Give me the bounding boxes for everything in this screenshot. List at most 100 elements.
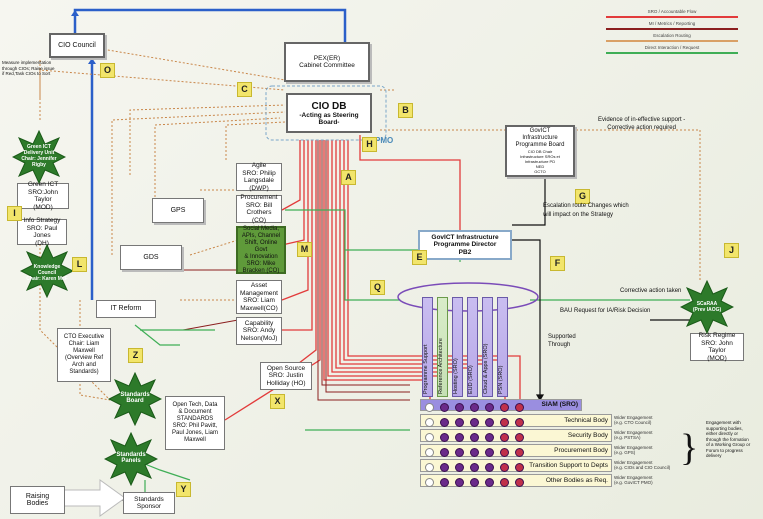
matrix-dot <box>485 463 494 472</box>
matrix-dot <box>440 433 449 442</box>
cio-council-box: CIO Council <box>49 33 105 58</box>
standards-sponsor-box: Standards Sponsor <box>123 492 175 514</box>
star-shape-icon <box>108 372 162 426</box>
govict-board-title: GovICT Infrastructure Programme Board <box>515 128 565 148</box>
badge-b: B <box>398 103 413 118</box>
matrix-dot <box>425 448 434 457</box>
matrix-dot <box>500 403 509 412</box>
matrix-dot <box>455 403 464 412</box>
matrix-dot <box>455 418 464 427</box>
column-cloud-apps: Cloud & Apps (SRO) <box>482 297 493 397</box>
badge-f: F <box>550 256 565 271</box>
pexer-box: PEX(ER) Cabinet Committee <box>284 42 370 82</box>
badge-x: X <box>270 394 285 409</box>
matrix-dot <box>485 403 494 412</box>
social-media-box: Social Media, APIs, Channel Shift, Onlin… <box>236 226 286 274</box>
column-psn: PSN (SRO) <box>497 297 508 397</box>
badge-z: Z <box>128 348 143 363</box>
matrix-dot <box>500 433 509 442</box>
wider-engagement-transition: Wider Engagement (e.g. CIOs and CIO Coun… <box>614 460 671 470</box>
matrix-dot <box>500 448 509 457</box>
pmo-label: PMO <box>375 136 394 145</box>
legend-label-sro: SRO / Accountable Flow <box>647 9 697 14</box>
green-ict-delivery-star: Green ICT Delivery Unit Chair: Jennifer … <box>12 130 66 184</box>
matrix-dot <box>515 418 524 427</box>
matrix-dot <box>455 448 464 457</box>
star-shape-icon <box>104 432 158 486</box>
knowledge-council-label: Knowledge Council Chair: Karen McF <box>26 264 68 282</box>
capability-box: Capability SRO: Andy Nelson(MoJ) <box>236 317 282 345</box>
govict-board-box: GovICT Infrastructure Programme Board CI… <box>505 125 575 177</box>
matrix-dot <box>515 478 524 487</box>
matrix-dot <box>455 463 464 472</box>
matrix-dot <box>440 418 449 427</box>
govict-director-box: GovICT Infrastructure Programme Director… <box>418 230 512 260</box>
agile-box: Agile SRO: Philip Langsdale (DWP) <box>236 162 282 192</box>
legend-label-escalation: Escalation Routing <box>653 33 691 38</box>
matrix-dot <box>440 478 449 487</box>
wider-engagement-procurement: Wider Engagement (e.g. GPS) <box>614 445 653 455</box>
supported-annotation: Supported Through <box>548 334 576 348</box>
engagement-brace: } <box>680 427 698 469</box>
asset-management-box: Asset Management SRO: Liam Maxwell(CO) <box>236 280 282 314</box>
matrix-dot <box>470 403 479 412</box>
legend-line-escalation <box>606 40 738 42</box>
matrix-dot <box>515 463 524 472</box>
standards-panels-star: Standards Panels <box>104 432 158 486</box>
corrective-annotation: Corrective action taken <box>620 288 682 294</box>
badge-j: J <box>724 243 739 258</box>
legend-label-mi: MI / Metrics / Reporting <box>648 21 696 26</box>
cto-executive-box: CTO Executive Chair: Liam Maxwell (Overv… <box>57 328 111 382</box>
badge-i: I <box>7 206 22 221</box>
risk-regime-box: Risk Regime SRO: John Taylor (MOD) <box>690 332 744 362</box>
matrix-dot <box>485 433 494 442</box>
matrix-dot <box>440 403 449 412</box>
badge-h: H <box>362 137 377 152</box>
matrix-dot <box>440 448 449 457</box>
gps-box: GPS <box>152 198 204 223</box>
standards-board-label: Standards Board <box>120 392 150 404</box>
matrix-dot <box>515 448 524 457</box>
badge-e: E <box>412 250 427 265</box>
govict-board-members: CIO DB Chair Infrastructure SROs et Infr… <box>520 149 560 174</box>
badge-l: L <box>72 257 87 272</box>
knowledge-council-star: Knowledge Council Chair: Karen McF <box>20 244 74 298</box>
star-shape-icon <box>12 130 66 184</box>
standards-board-star: Standards Board <box>108 372 162 426</box>
matrix-dot <box>425 403 434 412</box>
matrix-dot <box>485 418 494 427</box>
matrix-dot <box>500 478 509 487</box>
evidence-annotation: Evidence of in-effective support - Corre… <box>598 117 686 131</box>
badge-a: A <box>341 170 356 185</box>
measure-annotation: Measure implementation through CIOs; Rai… <box>2 60 55 76</box>
green-ict-delivery-label: Green ICT Delivery Unit Chair: Jennifer … <box>21 144 57 168</box>
escalation-annotation: Escalation route Changes which will impa… <box>543 203 629 218</box>
badge-y: Y <box>176 482 191 497</box>
matrix-dot <box>485 478 494 487</box>
matrix-dot <box>470 463 479 472</box>
matrix-dot <box>455 478 464 487</box>
info-strategy-box: Info Strategy SRO: Paul Jones (DH) <box>17 217 67 247</box>
matrix-dot <box>425 478 434 487</box>
matrix-dot <box>425 418 434 427</box>
ciodb-subtitle: -Acting as Steering Board- <box>299 111 359 126</box>
matrix-dot <box>485 448 494 457</box>
wider-engagement-technical: Wider Engagement (e.g. CTO Council) <box>614 415 653 425</box>
matrix-dot <box>470 478 479 487</box>
it-reform-box: IT Reform <box>96 300 156 318</box>
procurement-box: Procurement SRO: Bill Crothers (CO) <box>236 194 282 224</box>
legend-line-direct <box>606 52 738 54</box>
ciodb-box: CIO DB -Acting as Steering Board- <box>286 93 372 133</box>
open-source-box: Open Source SRO: Justin Holliday (HO) <box>260 362 312 390</box>
matrix-dot <box>470 433 479 442</box>
star-shape-icon <box>20 244 74 298</box>
legend-line-sro <box>606 16 738 18</box>
column-eud: EUD (SRO) <box>467 297 478 397</box>
badge-g: G <box>575 189 590 204</box>
matrix-dot <box>455 433 464 442</box>
column-hosting: Hosting (SRO) <box>452 297 463 397</box>
matrix-dot <box>500 418 509 427</box>
matrix-dot <box>425 433 434 442</box>
matrix-dot <box>470 448 479 457</box>
bau-annotation: BAU Request for IA/Risk Decision <box>560 308 651 314</box>
